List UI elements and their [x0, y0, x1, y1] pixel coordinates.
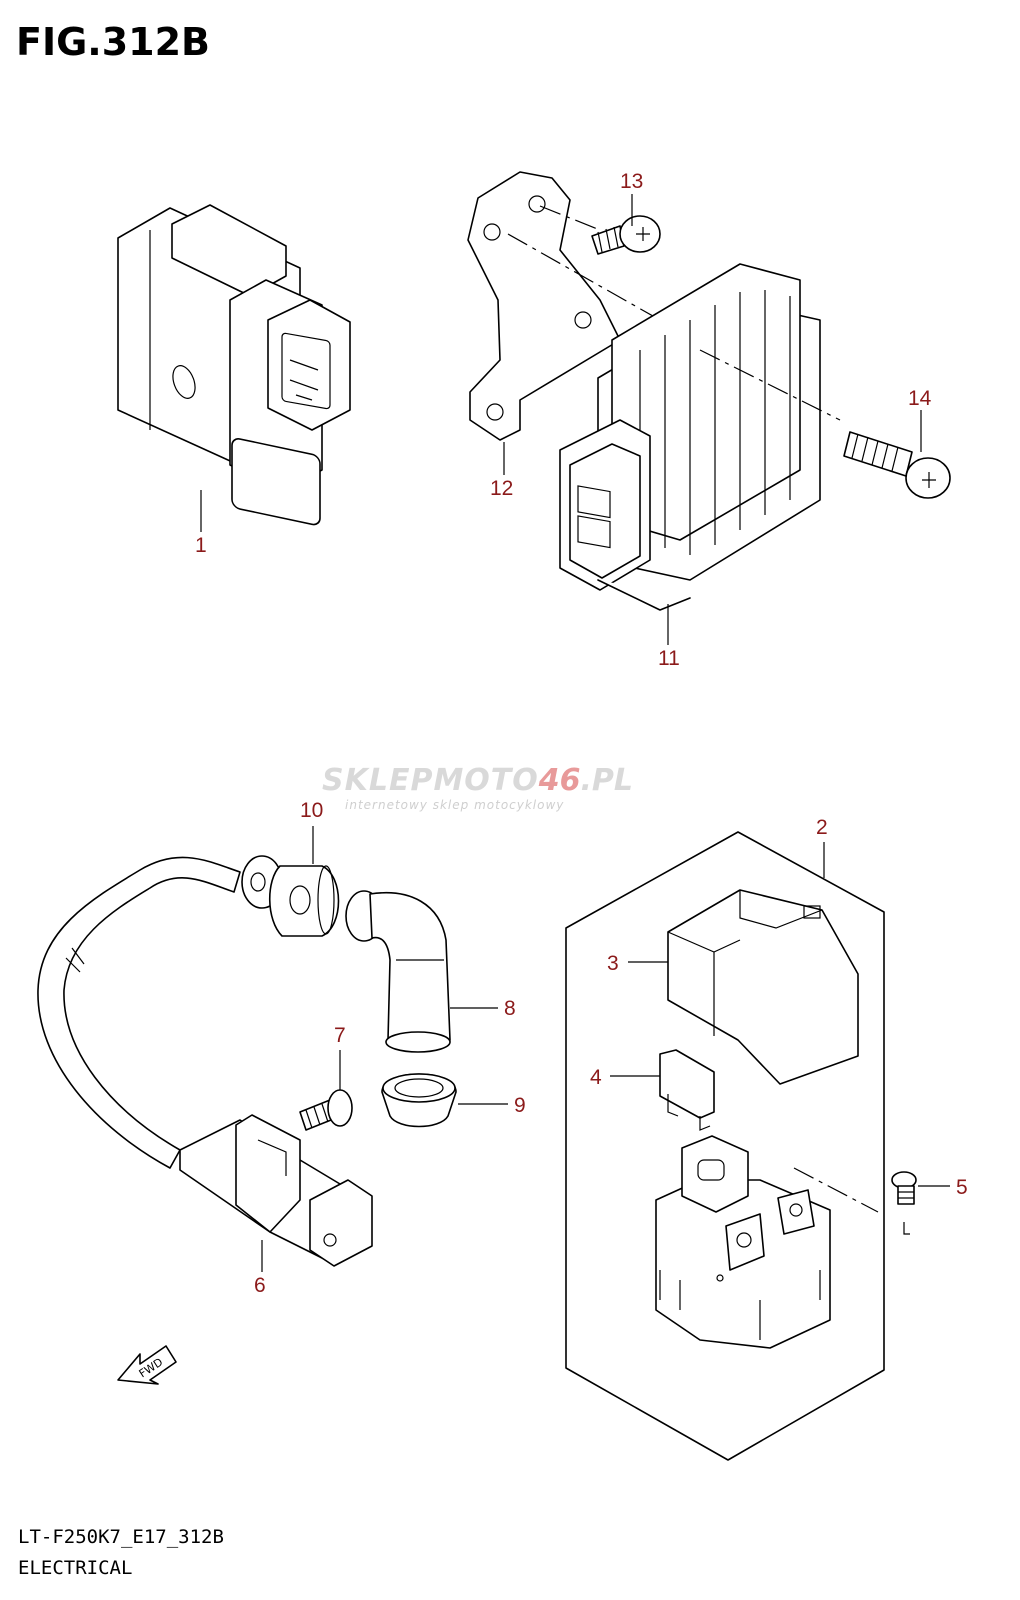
- part-1-control-unit: [117, 204, 351, 526]
- figure-caption: ELECTRICAL: [18, 1557, 133, 1579]
- screw-hole-mark: [903, 1222, 910, 1235]
- fwd-arrow: FWD: [117, 1345, 177, 1385]
- watermark-brand-suffix: .PL: [581, 763, 634, 798]
- callout-8: 8: [504, 997, 516, 1020]
- part-4-fuse: [659, 1049, 715, 1131]
- watermark: SKLEPMOTO46.PL internetowy sklep motocyk…: [322, 763, 633, 812]
- centerline-14: [699, 349, 841, 421]
- part-6-ignition-coil: [37, 856, 373, 1267]
- part-2-starter-relay: [655, 1135, 831, 1349]
- callout-3: 3: [607, 952, 619, 975]
- part-3-cover: [667, 889, 859, 1085]
- part-2-assembly-outline: [565, 831, 885, 1461]
- part-8-plug-cap: [345, 890, 451, 1053]
- part-14-bolt: [843, 431, 951, 499]
- watermark-brand: SKLEPMOTO: [322, 763, 539, 798]
- watermark-brand-number: 46: [538, 763, 581, 798]
- part-5-screw: [891, 1171, 917, 1205]
- watermark-tagline: internetowy sklep motocyklowy: [345, 798, 564, 812]
- callout-6: 6: [254, 1274, 266, 1297]
- callout-9: 9: [514, 1094, 526, 1117]
- callout-1: 1: [195, 534, 207, 557]
- callout-11: 11: [658, 647, 680, 670]
- figure-code: LT-F250K7_E17_312B: [18, 1526, 224, 1548]
- centerline-5: [793, 1167, 879, 1213]
- callout-5: 5: [956, 1176, 968, 1199]
- callout-4: 4: [590, 1066, 602, 1089]
- figure-title: FIG.312B: [16, 20, 211, 64]
- callout-10: 10: [300, 799, 323, 822]
- part-12-bracket: [467, 171, 621, 441]
- centerline-13: [507, 233, 661, 321]
- callout-7: 7: [334, 1024, 346, 1047]
- part-9-seal: [381, 1073, 457, 1128]
- callout-14: 14: [908, 387, 932, 410]
- part-7-bolt: [299, 1089, 353, 1131]
- callout-12: 12: [490, 477, 513, 500]
- part-13-bolt: [591, 215, 661, 255]
- callout-13: 13: [620, 170, 643, 193]
- callout-2: 2: [816, 816, 828, 839]
- centerline-13b: [539, 205, 601, 231]
- part-10-grommet: [241, 855, 340, 937]
- svg-text:SKLEPMOTO46.PL: SKLEPMOTO46.PL: [322, 763, 633, 798]
- part-11-regulator: [559, 263, 821, 611]
